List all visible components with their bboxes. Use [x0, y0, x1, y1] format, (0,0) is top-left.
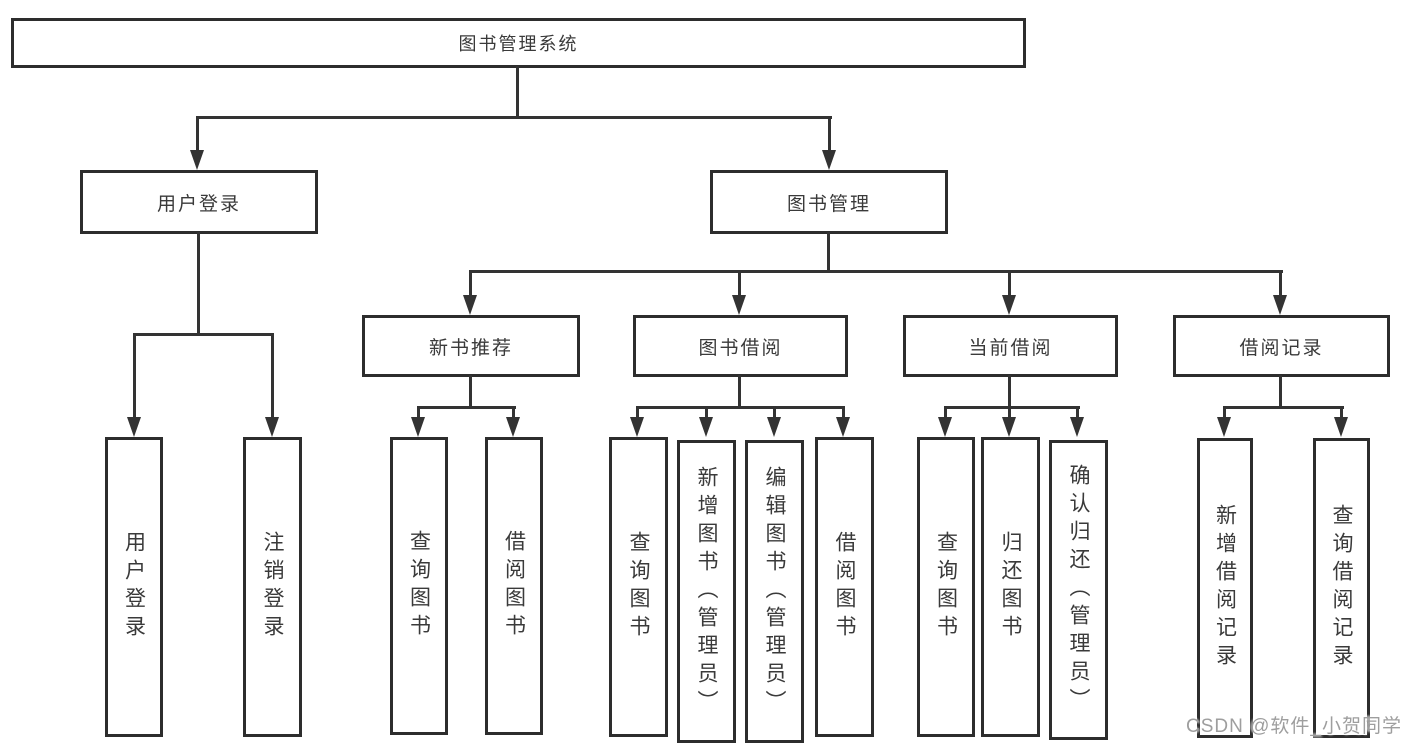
node-nbr-borrow-books: 借阅图书	[485, 437, 543, 735]
arrowhead-cb-return	[1002, 417, 1016, 437]
connector-drop-cb-return	[1008, 406, 1011, 419]
arrowhead-user-login	[190, 150, 204, 170]
arrowhead-nbr-borrow	[506, 417, 520, 437]
arrowhead-leaf-user-login	[127, 417, 141, 437]
node-current-borrowing: 当前借阅	[903, 315, 1118, 377]
csdn-watermark: CSDN @软件_小贺同学	[1186, 716, 1402, 737]
connector-drop-cb-query	[944, 406, 947, 419]
node-borrowing-records: 借阅记录	[1173, 315, 1390, 377]
node-cb-query-books: 查询图书	[917, 437, 975, 737]
connector-user-login-stem	[197, 232, 200, 335]
connector-drop-leaf-logout	[271, 333, 274, 419]
connector-drop-current-borrowing	[1008, 270, 1011, 298]
connector-drop-bb-borrow	[842, 406, 845, 419]
connector-drop-leaf-user-login	[133, 333, 136, 419]
arrowhead-br-query	[1334, 417, 1348, 437]
node-book-management: 图书管理	[710, 170, 948, 234]
connector-nbr-stem	[469, 375, 472, 409]
arrowhead-cb-query	[938, 417, 952, 437]
node-leaf-logout: 注销登录	[243, 437, 302, 737]
arrowhead-new-book-recommend	[463, 295, 477, 315]
arrowhead-leaf-logout	[265, 417, 279, 437]
arrowhead-book-management	[822, 150, 836, 170]
node-book-borrowing: 图书借阅	[633, 315, 848, 377]
connector-user-login-bar	[133, 333, 274, 336]
node-bb-borrow-books: 借阅图书	[815, 437, 874, 737]
arrowhead-borrowing-records	[1273, 295, 1287, 315]
node-root: 图书管理系统	[11, 18, 1026, 68]
connector-drop-book-management	[828, 116, 831, 152]
connector-book-management-stem	[827, 232, 830, 272]
node-nbr-query-books: 查询图书	[390, 437, 448, 735]
arrowhead-bb-borrow	[836, 417, 850, 437]
connector-root-stem	[516, 66, 519, 118]
node-cb-return-books: 归还图书	[981, 437, 1040, 737]
connector-drop-borrowing-records	[1279, 270, 1282, 298]
connector-drop-bb-edit	[773, 406, 776, 419]
connector-drop-user-login	[196, 116, 199, 152]
connector-drop-new-book-recommend	[469, 270, 472, 298]
connector-drop-book-borrowing	[738, 270, 741, 298]
connector-bb-stem	[738, 375, 741, 409]
arrowhead-book-borrowing	[732, 295, 746, 315]
connector-drop-nbr-query	[417, 406, 420, 419]
connector-cb-stem	[1008, 375, 1011, 409]
node-cb-confirm-return: 确认归还（管理员）	[1049, 440, 1108, 740]
connector-bb-bar	[636, 406, 845, 409]
connector-br-stem	[1279, 375, 1282, 409]
node-bb-edit-books: 编辑图书（管理员）	[745, 440, 804, 743]
arrowhead-bb-query	[630, 417, 644, 437]
node-br-add-record: 新增借阅记录	[1197, 438, 1253, 738]
connector-br-bar	[1223, 406, 1344, 409]
connector-drop-bb-add	[705, 406, 708, 419]
node-br-query-record: 查询借阅记录	[1313, 438, 1370, 738]
connector-root-bar	[196, 116, 832, 119]
arrowhead-cb-confirm	[1070, 417, 1084, 437]
node-user-login: 用户登录	[80, 170, 318, 234]
connector-drop-cb-confirm	[1076, 406, 1079, 419]
node-bb-add-books: 新增图书（管理员）	[677, 440, 736, 743]
arrowhead-nbr-query	[411, 417, 425, 437]
connector-nbr-bar	[417, 406, 516, 409]
arrowhead-br-add	[1217, 417, 1231, 437]
connector-drop-nbr-borrow	[512, 406, 515, 419]
connector-book-management-bar	[469, 270, 1283, 273]
connector-drop-br-add	[1223, 406, 1226, 419]
connector-drop-br-query	[1340, 406, 1343, 419]
connector-drop-bb-query	[636, 406, 639, 419]
node-leaf-user-login: 用户登录	[105, 437, 163, 737]
arrowhead-current-borrowing	[1002, 295, 1016, 315]
arrowhead-bb-edit	[767, 417, 781, 437]
arrowhead-bb-add	[699, 417, 713, 437]
node-new-book-recommend: 新书推荐	[362, 315, 580, 377]
node-bb-query-books: 查询图书	[609, 437, 668, 737]
connector-cb-bar	[944, 406, 1080, 409]
